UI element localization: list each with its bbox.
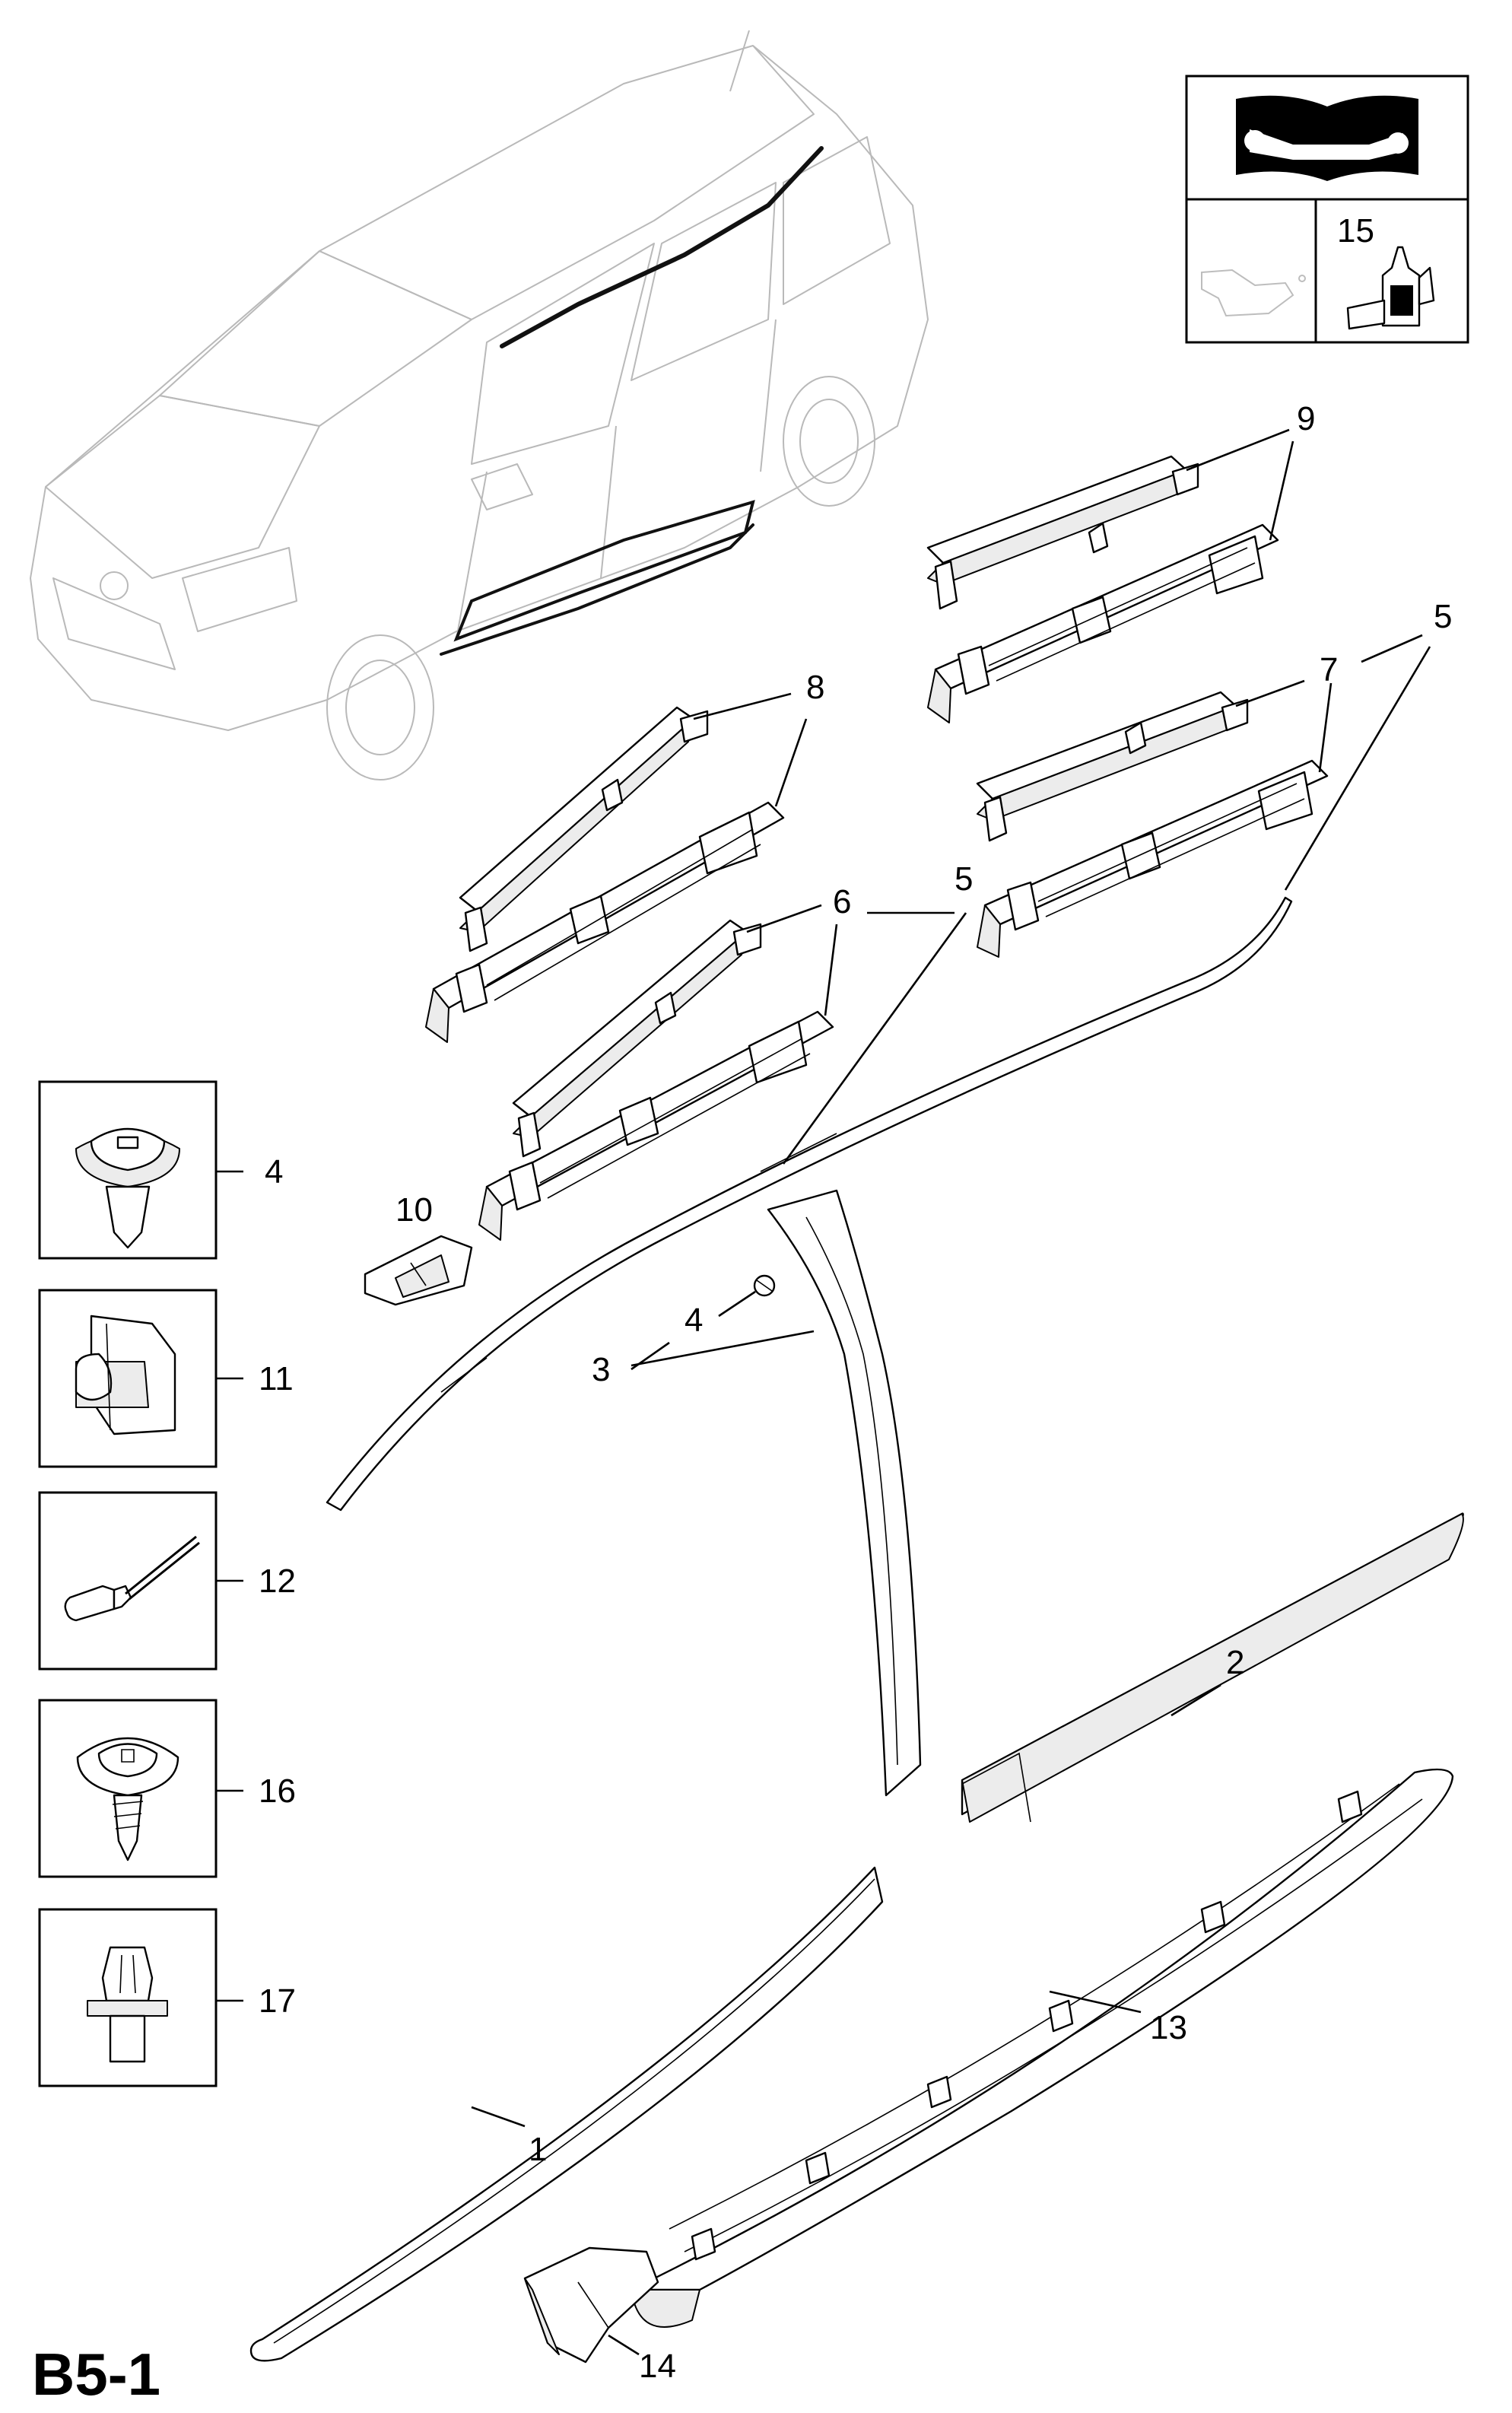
container-icon	[1201, 269, 1306, 317]
callout-9: 9	[1297, 400, 1315, 437]
vehicle-overview	[30, 30, 929, 780]
callout-16: 16	[259, 1772, 296, 1810]
part-1-door-moulding	[249, 1866, 884, 2362]
callout-8: 8	[806, 669, 824, 706]
callout-3: 3	[592, 1351, 610, 1388]
part-13-sill-moulding	[630, 1768, 1454, 2328]
callout-12: 12	[259, 1563, 296, 1600]
callout-1: 1	[529, 2131, 547, 2168]
callout-5-left: 5	[955, 860, 973, 898]
part-6-trim-clip	[478, 919, 834, 1241]
callout-4-box: 4	[265, 1153, 283, 1191]
adhesive-bottle-icon	[1346, 246, 1435, 330]
callout-10: 10	[395, 1191, 433, 1229]
diagram-code: B5-1	[32, 2341, 160, 2408]
part-2-door-moulding	[961, 1512, 1464, 1823]
callout-4-small: 4	[685, 1302, 703, 1339]
symbol-panel: 15	[1185, 75, 1469, 344]
repair-manual-icon	[1236, 95, 1418, 181]
part-3-pillar-trim	[767, 1189, 922, 1797]
part-5-roof-moulding	[326, 896, 1293, 1512]
part-10-end-cap	[364, 1235, 473, 1306]
detail-box-17	[38, 1908, 218, 2087]
callout-5-right: 5	[1434, 598, 1452, 635]
callout-13: 13	[1150, 2009, 1187, 2046]
callout-15: 15	[1337, 212, 1374, 250]
detail-box-16	[38, 1699, 218, 1878]
part-8-trim-clip	[425, 706, 785, 1043]
detail-box-4	[38, 1080, 218, 1260]
callout-14: 14	[639, 2348, 676, 2385]
callout-11: 11	[259, 1360, 294, 1397]
detail-box-12	[38, 1491, 218, 1671]
detail-box-11	[38, 1289, 218, 1468]
part-7-trim-clip	[976, 691, 1329, 958]
part-4-screw-small	[753, 1274, 776, 1297]
callout-6: 6	[833, 883, 851, 920]
callout-17: 17	[259, 1982, 296, 2020]
part-14-end-cap	[523, 2246, 659, 2364]
callout-7: 7	[1320, 651, 1338, 688]
part-9-trim-clip	[926, 455, 1279, 723]
callout-2: 2	[1226, 1644, 1244, 1681]
